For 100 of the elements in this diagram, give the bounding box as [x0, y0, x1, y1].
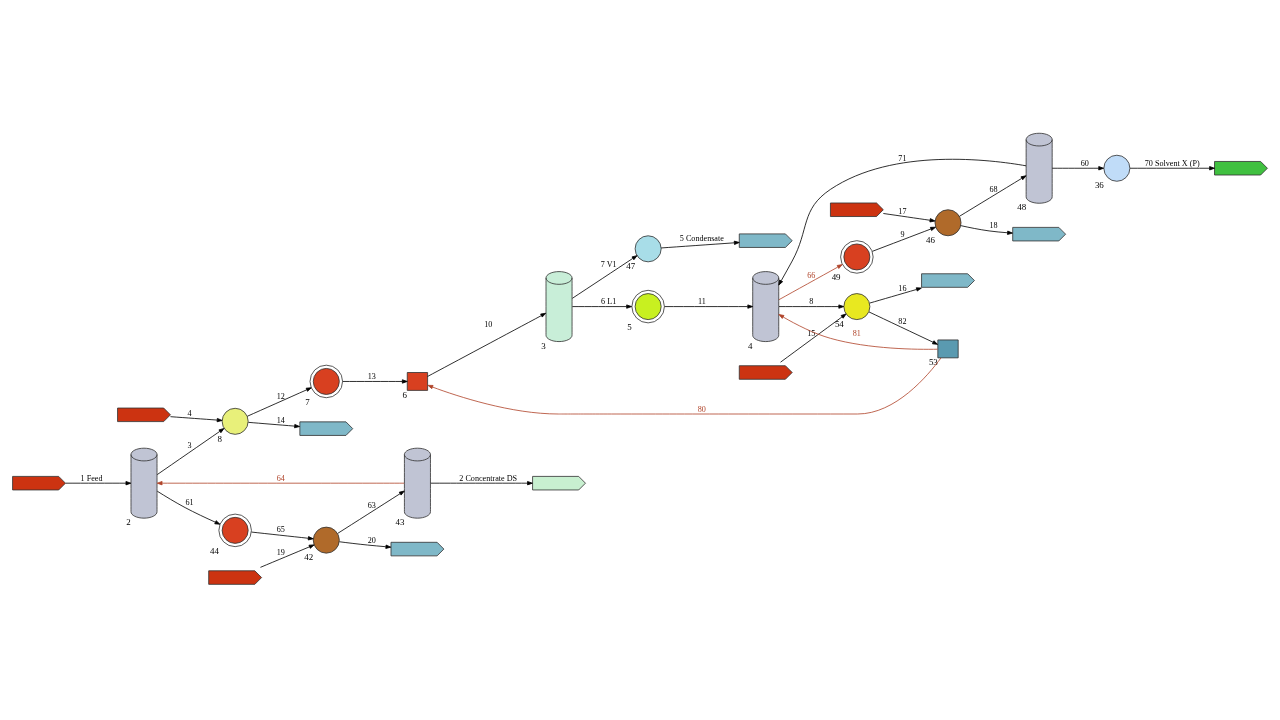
edge-label: 66	[807, 270, 816, 280]
node-arrow	[1012, 226, 1066, 241]
arrow	[778, 158, 1027, 285]
arrow	[664, 303, 754, 309]
node-label: 53	[928, 356, 938, 367]
arrow	[246, 386, 312, 417]
edge-label: 4	[187, 408, 192, 418]
node-circle	[221, 407, 249, 435]
edge-label: 63	[367, 500, 376, 510]
arrow	[882, 212, 936, 222]
arrow	[869, 286, 922, 303]
node-label: 7	[305, 396, 310, 407]
edge-label: 81	[852, 328, 861, 338]
node-arrow	[390, 541, 445, 556]
arrow	[156, 427, 225, 475]
node-box	[406, 371, 428, 391]
edge-label: 2 Concentrate DS	[459, 473, 518, 483]
arrow	[571, 303, 632, 309]
node-circle	[634, 234, 662, 262]
edge-label: 82	[898, 316, 907, 326]
edge-label: 61	[185, 497, 194, 507]
node-box	[937, 339, 959, 358]
edge-label: 9	[900, 229, 905, 239]
node-arrow	[299, 420, 354, 436]
arrow	[427, 312, 547, 377]
edge-label: 3	[187, 440, 192, 450]
node-label: 54	[834, 318, 844, 329]
node-label: 5	[627, 321, 632, 332]
edge-label: 70 Solvent X (P)	[1144, 158, 1200, 168]
edge-label: 20	[367, 535, 376, 545]
edge-label: 17	[898, 206, 907, 216]
node-label: 43	[395, 516, 405, 527]
edge-label: 16	[898, 283, 907, 293]
arrow	[427, 357, 942, 414]
node-label: 2	[126, 516, 131, 527]
node-label: 46	[926, 234, 935, 245]
arrow	[248, 421, 300, 428]
node-label: 8	[217, 433, 222, 444]
node-label: 36	[1094, 179, 1104, 190]
edge-label: 12	[276, 391, 285, 401]
arrow	[868, 311, 938, 345]
arrow	[170, 415, 223, 422]
node-arrow	[117, 407, 171, 422]
edge-label: 5 Condensate	[679, 233, 724, 243]
node-arrow	[738, 364, 793, 380]
edge-label: 18	[989, 220, 998, 230]
arrow	[959, 174, 1027, 217]
node-circle	[312, 526, 340, 554]
edge-label: 11	[697, 296, 706, 306]
edge-label: 80	[697, 404, 706, 414]
arrow	[156, 480, 405, 485]
node-label: 3	[541, 340, 546, 351]
arrow	[337, 490, 405, 534]
node-arrow	[738, 233, 793, 248]
edge-label: 6 L1	[601, 296, 617, 306]
arrow	[778, 313, 938, 350]
node-arrow	[12, 475, 66, 490]
edge-label: 65	[276, 524, 285, 534]
arrow	[339, 540, 392, 549]
arrow	[65, 480, 132, 485]
node-label: 47	[626, 260, 636, 271]
node-label: 44	[209, 545, 219, 556]
arrow	[778, 263, 843, 300]
node-label: 42	[304, 551, 314, 562]
edge-label: 19	[276, 547, 285, 557]
node-circle	[934, 208, 962, 236]
arrow	[1051, 165, 1104, 170]
edge-label: 64	[276, 473, 285, 483]
arrow	[260, 544, 315, 568]
arrow	[780, 313, 847, 363]
arrow	[778, 303, 845, 309]
edge-label: 60	[1080, 158, 1089, 168]
edge-label: 13	[367, 371, 376, 381]
arrow	[251, 531, 314, 540]
node-label: 4	[748, 340, 753, 351]
node-circle	[843, 292, 871, 320]
node-arrow	[921, 272, 975, 288]
edge-label: 1 Feed	[80, 473, 103, 483]
node-label: 49	[831, 271, 841, 282]
arrow	[571, 254, 638, 299]
edge-label: 71	[898, 153, 907, 163]
edge-label: 10	[484, 319, 493, 329]
arrow	[430, 480, 533, 485]
node-arrow	[208, 569, 262, 585]
edge-label: 7 V1	[600, 259, 617, 269]
arrow	[1129, 165, 1215, 170]
edge-label: 15	[807, 328, 816, 338]
node-arrow	[532, 475, 586, 490]
arrow	[872, 226, 936, 252]
node-arrow	[830, 202, 884, 217]
edge-label: 68	[989, 184, 998, 194]
arrow	[342, 378, 408, 384]
node-label: 48	[1017, 201, 1027, 212]
edge-label: 8	[809, 296, 814, 306]
node-circle	[1103, 154, 1131, 182]
node-label: 6	[402, 389, 408, 400]
node-arrow	[1214, 160, 1268, 175]
arrow	[960, 224, 1013, 235]
arrow	[156, 490, 221, 525]
edge-label: 14	[276, 415, 285, 425]
